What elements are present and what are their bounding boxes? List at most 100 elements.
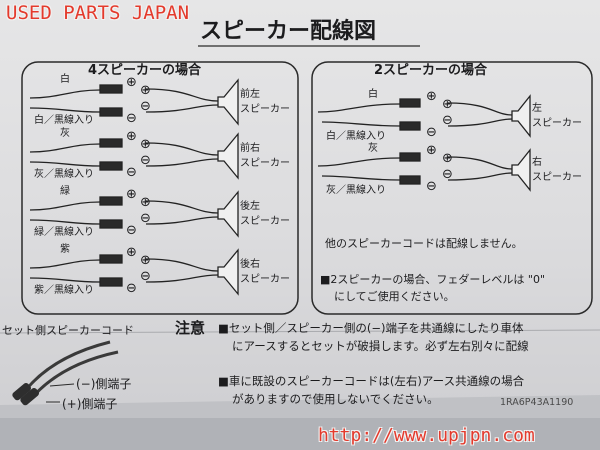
plus-symbol: ⊕ <box>140 137 151 152</box>
part-code: 1RA6P43A1190 <box>500 397 574 408</box>
lead-bottom <box>145 216 219 225</box>
plus-symbol: ⊕ <box>126 129 137 144</box>
connector-bottom <box>399 175 421 185</box>
caution-line-3: ■車に既設のスピーカーコードは(左右)アース共通線の場合 <box>218 374 525 388</box>
lead-bottom <box>447 172 513 181</box>
speaker-position-label: 前左 <box>240 89 260 100</box>
terminal-minus-label: (−)側端子 <box>76 377 132 391</box>
lead-top <box>145 142 219 156</box>
wire-bottom <box>29 107 101 113</box>
plus-symbol: ⊕ <box>126 75 137 90</box>
wire-bottom <box>29 219 101 225</box>
caution-line-1: ■セット側／スピーカー側の(−)端子を共通線にしたり車体 <box>218 321 524 335</box>
minus-symbol: ⊖ <box>126 223 137 238</box>
wire-bottom <box>29 277 101 283</box>
lead-bottom <box>145 158 219 167</box>
wire-top <box>29 259 101 269</box>
speaker-label: スピーカー <box>240 216 290 227</box>
note-other-cords: 他のスピーカーコードは配線しません。 <box>325 237 523 250</box>
plus-symbol: ⊕ <box>442 151 453 166</box>
speaker-icon <box>511 148 531 192</box>
wire-label-color-black-stripe: 白／黒線入り <box>326 131 386 142</box>
speaker-position-label: 左 <box>532 103 542 114</box>
lead-top <box>145 88 219 102</box>
two-speaker-heading: 2スピーカーの場合 <box>374 63 488 78</box>
wire-label-color: 白 <box>368 89 378 100</box>
plus-symbol: ⊕ <box>140 195 151 210</box>
wire-top <box>317 103 401 113</box>
speaker-label: スピーカー <box>240 274 290 285</box>
minus-symbol: ⊖ <box>442 167 453 182</box>
wire-bottom <box>29 161 101 167</box>
speaker-label: スピーカー <box>240 158 290 169</box>
speaker-icon <box>511 94 531 138</box>
lead-bottom <box>145 104 219 113</box>
plus-symbol: ⊕ <box>126 245 137 260</box>
plus-symbol: ⊕ <box>426 89 437 104</box>
two-speaker-frame <box>311 61 593 315</box>
wire-bottom <box>321 121 401 127</box>
speaker-icon <box>217 248 239 296</box>
wire-label-color: 白 <box>60 74 70 85</box>
connector-bottom <box>99 277 123 287</box>
watermark-bottom: http://www.upjpn.com <box>318 425 535 446</box>
set-cord-label: セット側スピーカーコード <box>2 324 134 337</box>
sticker-background <box>0 0 600 418</box>
speaker-position-label: 後右 <box>240 259 260 270</box>
plus-symbol: ⊕ <box>442 97 453 112</box>
wire-label-color-black-stripe: 灰／黒線入り <box>326 185 386 196</box>
caution-line-4: がありますので使用しないでください。 <box>232 392 439 406</box>
plus-symbol: ⊕ <box>140 253 151 268</box>
caution-title: 注意 <box>175 319 206 337</box>
wire-label-color-black-stripe: 白／黒線入り <box>34 115 94 126</box>
connector-top <box>399 152 421 162</box>
wire-label-color-black-stripe: 紫／黒線入り <box>34 285 94 296</box>
minus-symbol: ⊖ <box>126 111 137 126</box>
wire-label-color: 紫 <box>60 244 70 255</box>
minus-symbol: ⊖ <box>442 113 453 128</box>
plus-symbol: ⊕ <box>140 83 151 98</box>
lead-top <box>447 156 513 170</box>
wire-label-color: 灰 <box>60 128 70 139</box>
connector-bottom <box>99 219 123 229</box>
set-cord-illustration <box>12 340 119 406</box>
connector-top <box>399 98 421 108</box>
connector-top <box>99 138 123 148</box>
watermark-top: USED PARTS JAPAN <box>6 2 190 24</box>
minus-symbol: ⊖ <box>426 179 437 194</box>
lead-bottom <box>145 274 219 283</box>
lead-top <box>145 258 219 272</box>
terminal-plus-label: (+)側端子 <box>62 397 118 411</box>
wire-label-color: 灰 <box>368 143 378 154</box>
note-fader-line1: ■2スピーカーの場合、フェダーレベルは "0" <box>320 273 546 286</box>
speaker-position-label: 右 <box>532 157 542 168</box>
speaker-label: スピーカー <box>240 104 290 115</box>
wire-top <box>29 143 101 153</box>
sticker-title: スピーカー配線図 <box>200 19 377 44</box>
minus-symbol: ⊖ <box>426 125 437 140</box>
wire-label-color-black-stripe: 緑／黒線入り <box>34 227 94 238</box>
connector-bottom <box>99 161 123 171</box>
minus-symbol: ⊖ <box>140 211 151 226</box>
minus-symbol: ⊖ <box>126 281 137 296</box>
wire-top <box>317 157 401 167</box>
connector-bottom <box>99 107 123 117</box>
wire-top <box>29 89 101 99</box>
caution-line-2: にアースするとセットが破損します。必ず左右別々に配線 <box>232 339 529 353</box>
minus-symbol: ⊖ <box>140 153 151 168</box>
speaker-icon <box>217 78 239 126</box>
note-fader-line2: にしてご使用ください。 <box>334 290 455 303</box>
minus-symbol: ⊖ <box>126 165 137 180</box>
speaker-icon <box>217 190 239 238</box>
connector-top <box>99 254 123 264</box>
four-speaker-heading: 4スピーカーの場合 <box>88 63 202 78</box>
connector-top <box>99 196 123 206</box>
lead-top <box>447 102 513 116</box>
four-speaker-frame <box>21 61 299 315</box>
wire-label-color: 緑 <box>60 186 70 197</box>
minus-symbol: ⊖ <box>140 269 151 284</box>
connector-top <box>99 84 123 94</box>
plus-symbol: ⊕ <box>126 187 137 202</box>
lead-top <box>145 200 219 214</box>
